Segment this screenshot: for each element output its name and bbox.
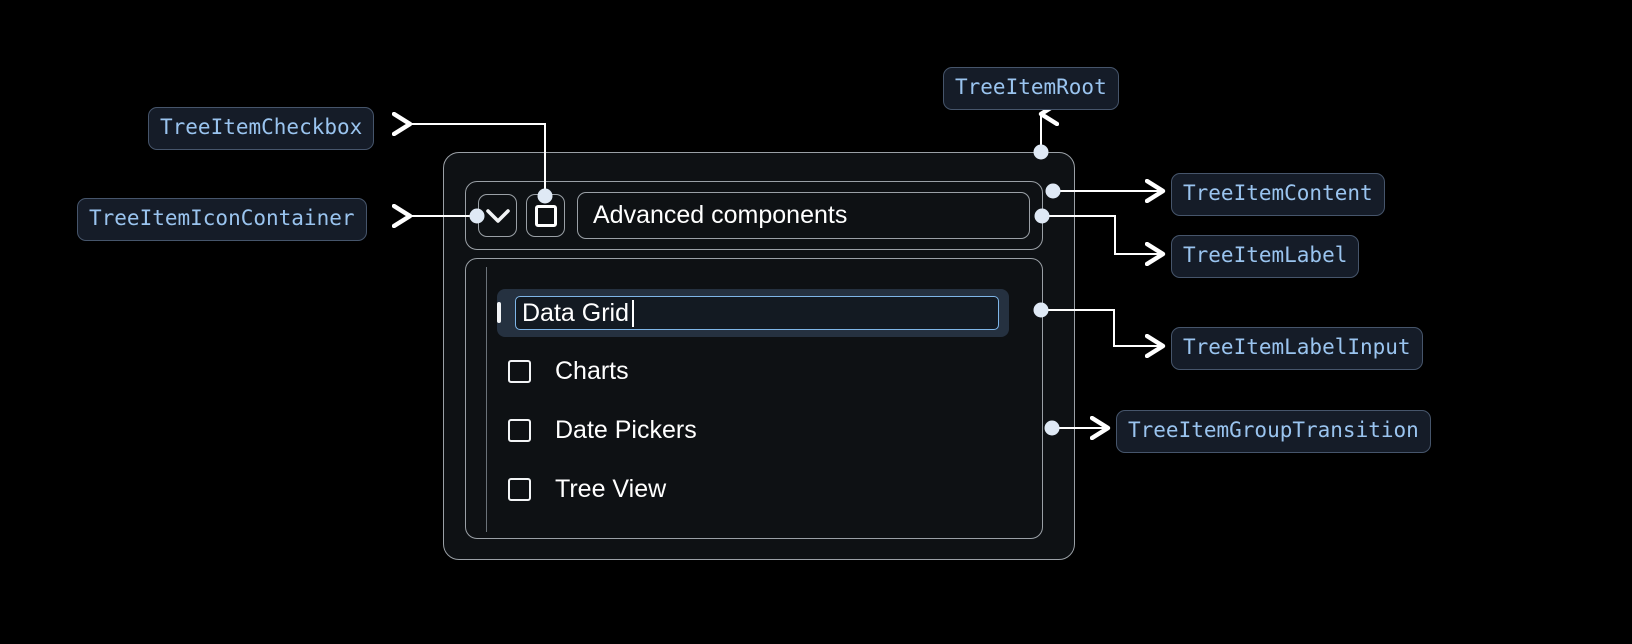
tree-item-icon-container[interactable]: [478, 194, 517, 237]
tree-item-group-transition: Data Grid Charts Date Pickers Tree View: [465, 258, 1043, 539]
annotation-label: TreeItemContent: [1183, 181, 1373, 205]
annotation-chip-tree-item-root: TreeItemRoot: [943, 67, 1119, 110]
tree-item-label: Charts: [555, 356, 629, 385]
tree-item-checkbox[interactable]: [526, 194, 565, 237]
tree-item-label-input-value: Data Grid: [522, 298, 629, 327]
annotation-chip-tree-item-content: TreeItemContent: [1171, 173, 1385, 216]
annotation-label: TreeItemIconContainer: [89, 206, 355, 230]
annotation-chip-tree-item-group-transition: TreeItemGroupTransition: [1116, 410, 1431, 453]
annotation-chip-tree-item-icon-container: TreeItemIconContainer: [77, 198, 367, 241]
text-caret: [631, 299, 634, 327]
tree-item-checkbox[interactable]: [497, 359, 541, 383]
tree-item-checkbox[interactable]: [497, 477, 541, 501]
tree-item-label[interactable]: Advanced components: [577, 192, 1030, 239]
list-item[interactable]: Tree View: [497, 467, 666, 511]
annotation-label: TreeItemCheckbox: [160, 115, 363, 139]
annotation-label: TreeItemLabelInput: [1183, 335, 1411, 359]
checkbox-unchecked-icon: [507, 477, 531, 501]
annotation-chip-tree-item-label: TreeItemLabel: [1171, 235, 1360, 278]
tree-item-content[interactable]: Advanced components: [465, 181, 1043, 250]
annotation-chip-tree-item-checkbox: TreeItemCheckbox: [148, 107, 375, 150]
tree-item-checkbox[interactable]: [497, 302, 501, 323]
tree-item-editing-row[interactable]: Data Grid: [497, 289, 1009, 337]
annotation-chip-tree-item-label-input: TreeItemLabelInput: [1171, 327, 1423, 370]
checkbox-unchecked-icon: [497, 302, 501, 323]
chevron-down-icon: [485, 208, 510, 223]
list-item[interactable]: Charts: [497, 349, 629, 393]
annotation-label: TreeItemLabel: [1183, 243, 1348, 267]
tree-item-label-input[interactable]: Data Grid: [515, 296, 999, 330]
tree-item-label: Date Pickers: [555, 415, 697, 444]
checkbox-unchecked-icon: [507, 418, 531, 442]
tree-item-label: Tree View: [555, 474, 667, 503]
checkbox-unchecked-icon: [507, 359, 531, 383]
checkbox-unchecked-icon: [534, 204, 557, 227]
annotation-label: TreeItemRoot: [955, 75, 1107, 99]
annotation-label: TreeItemGroupTransition: [1128, 418, 1419, 442]
tree-indent-guideline: [486, 267, 487, 532]
tree-item-label-text: Advanced components: [593, 201, 848, 229]
tree-item-checkbox[interactable]: [497, 418, 541, 442]
list-item[interactable]: Date Pickers: [497, 408, 697, 452]
